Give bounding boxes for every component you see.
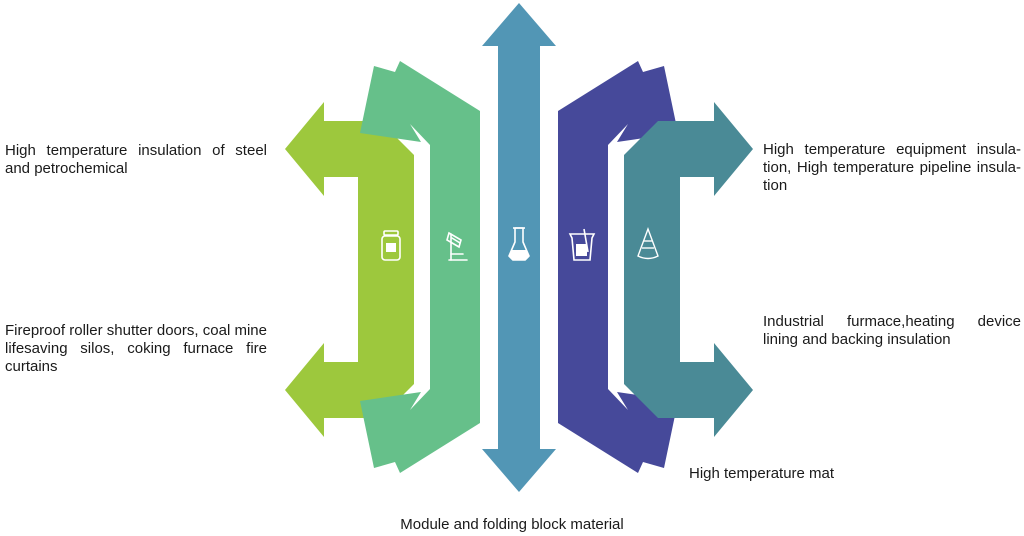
label-fireproof-applications: Fireproof roller shutter doors, coal min… bbox=[5, 322, 267, 375]
label-equipment-insulation: High temperature equipment insula-tion, … bbox=[763, 141, 1021, 194]
cone-icon bbox=[637, 226, 659, 260]
label-industrial-furnace: Industrial furmace,heating device lining… bbox=[763, 313, 1021, 348]
beaker-icon bbox=[568, 228, 596, 261]
label-high-temperature-mat: High temperature mat bbox=[689, 465, 835, 482]
arrow-lime bbox=[285, 102, 414, 437]
flask-icon bbox=[508, 227, 530, 261]
arrow-blue bbox=[482, 3, 556, 492]
microscope-icon bbox=[446, 231, 468, 261]
arrow-indigo bbox=[558, 61, 678, 473]
jar-icon bbox=[381, 230, 401, 261]
arrow-mint bbox=[360, 61, 480, 473]
label-steel-petrochemical: High temperature insulation of steel and… bbox=[5, 142, 267, 177]
arrow-teal bbox=[624, 102, 753, 437]
label-module-folding-block: Module and folding block material bbox=[400, 516, 624, 533]
